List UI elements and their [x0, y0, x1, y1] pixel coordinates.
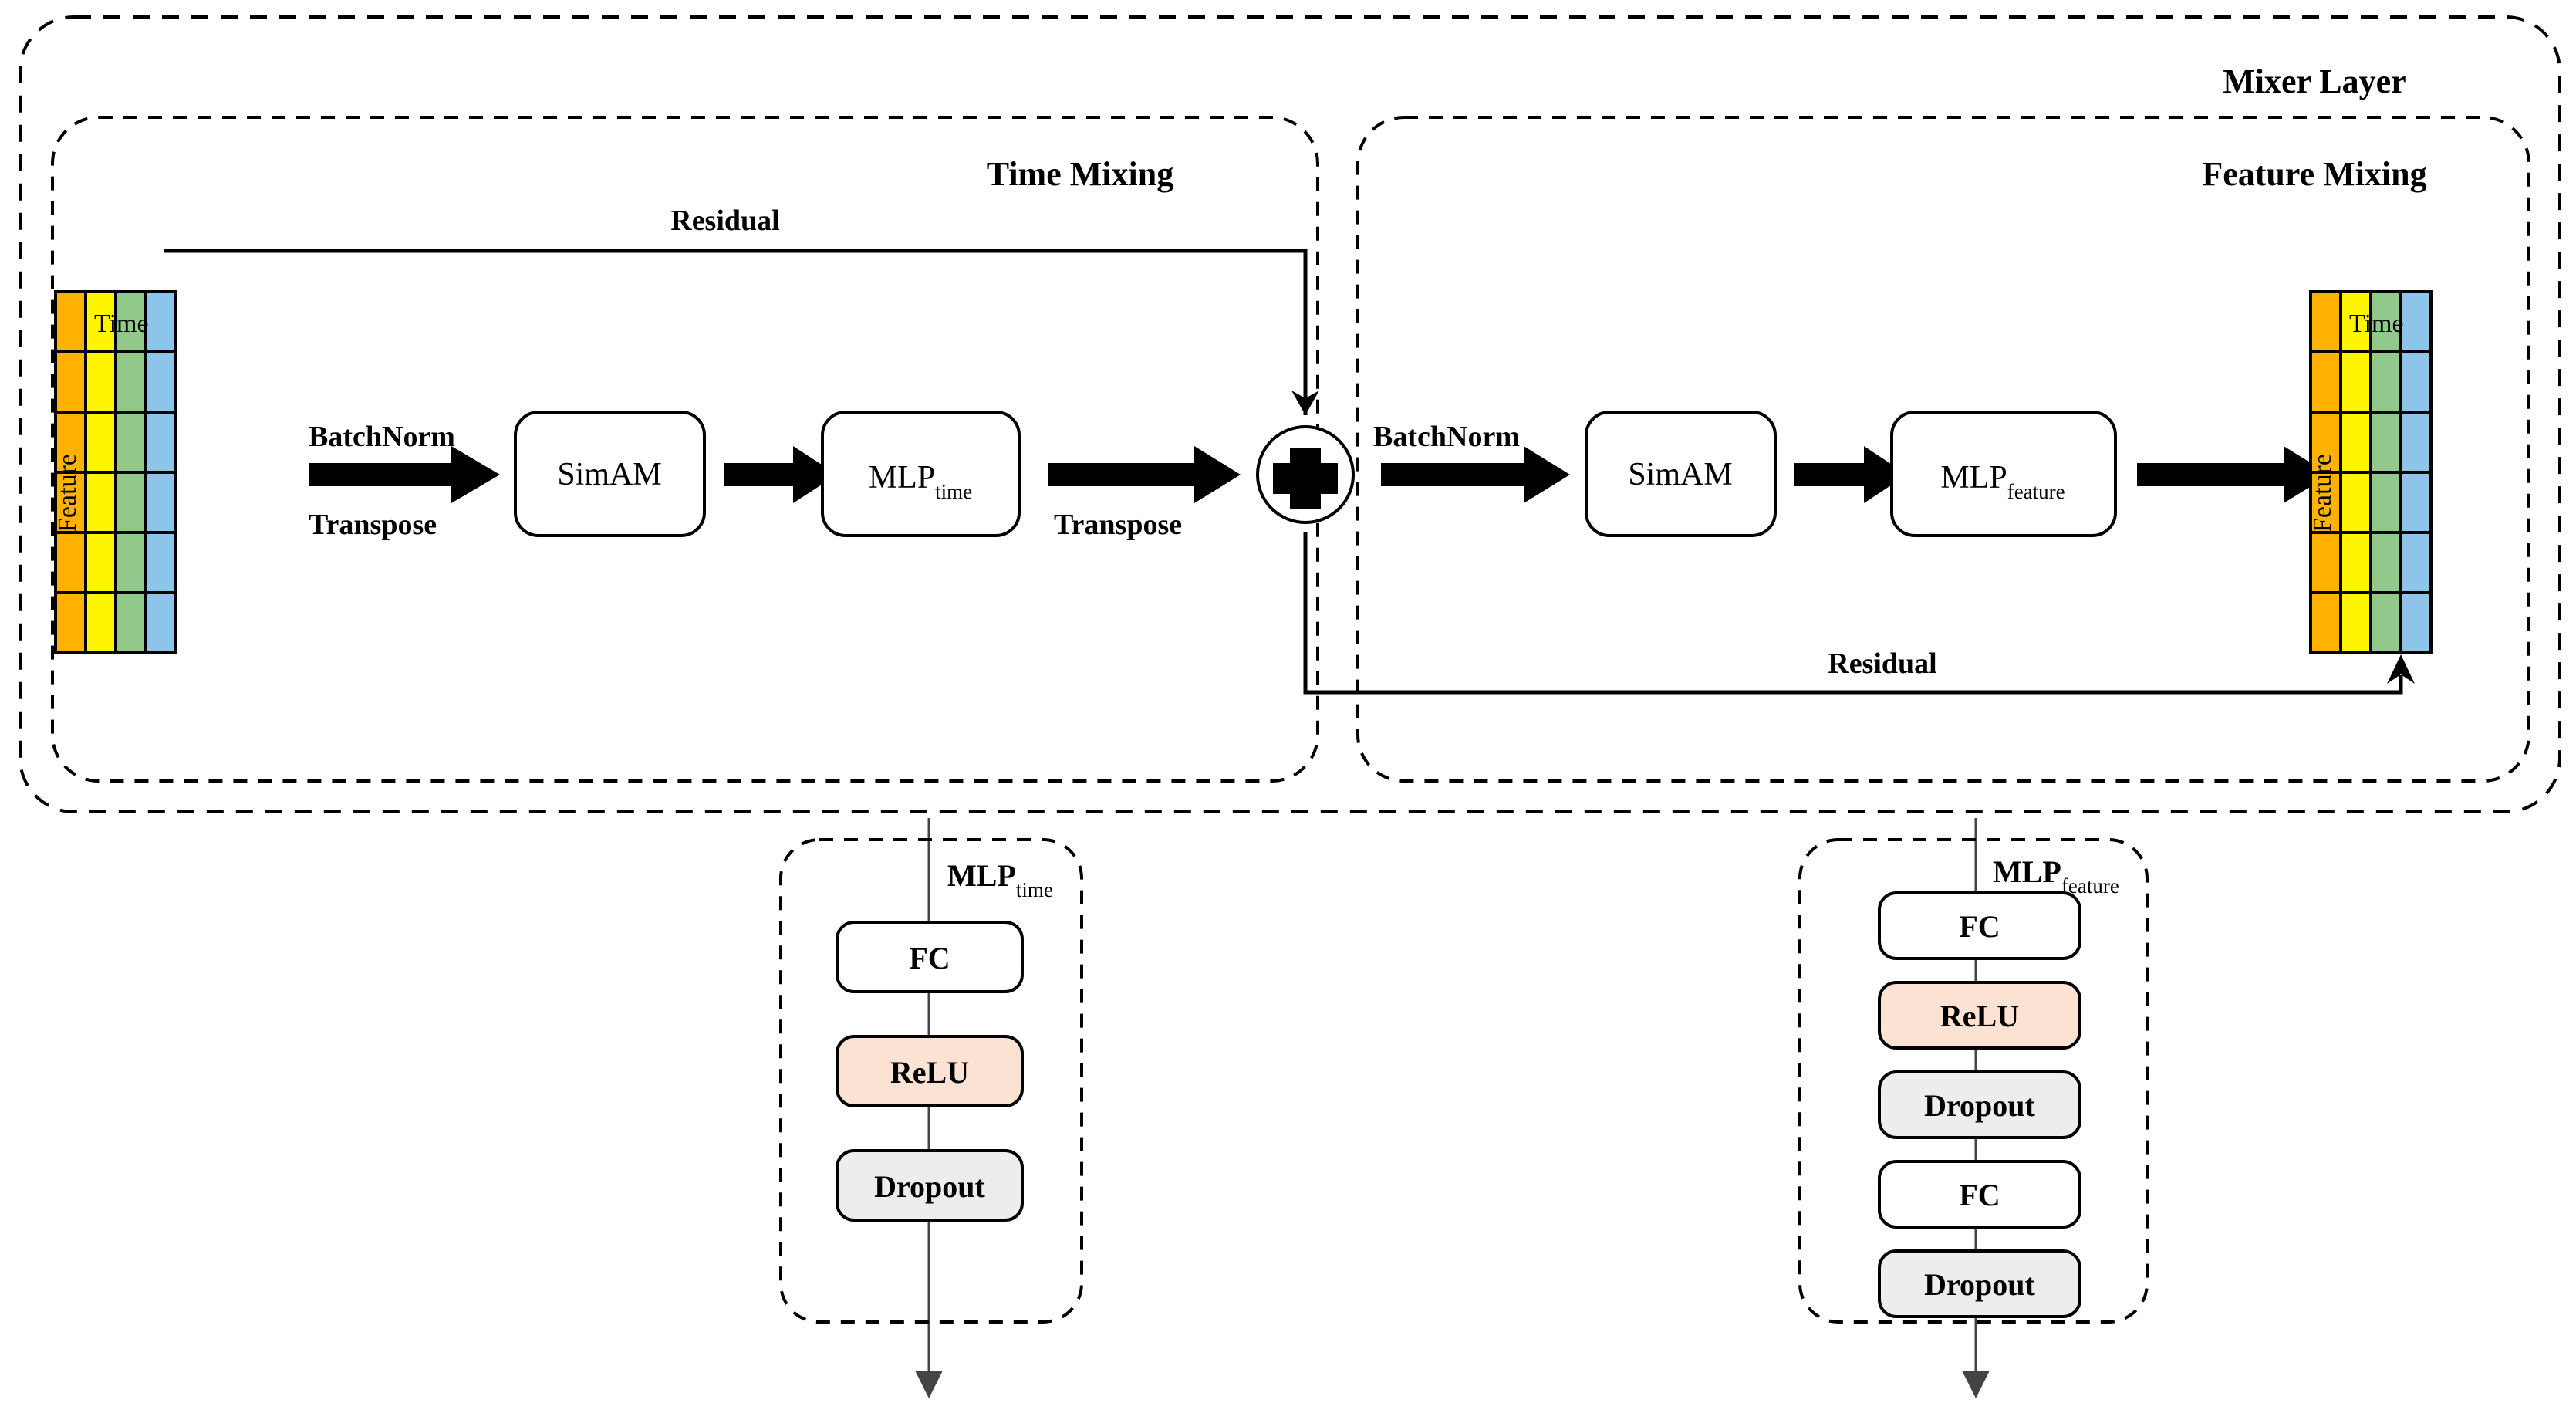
mlp-feature-detail-title: MLPfeature [1993, 854, 2119, 898]
arrow-mlp-to-output [2137, 446, 2330, 503]
label-transpose-time: Transpose [309, 509, 437, 541]
mlp-feature-step-fc-1[interactable] [1878, 891, 2081, 960]
mlp-feature-step-relu[interactable] [1878, 981, 2081, 1050]
output-tensor-time-label: Time [2349, 309, 2404, 338]
input-tensor-time-label: Time [94, 309, 149, 338]
mlp-feature-step-fc-2-label: FC [1959, 1178, 2000, 1212]
residual-path-time [164, 248, 1308, 415]
input-tensor-feature-label: Feature [53, 454, 82, 532]
input-tensor-grid [54, 290, 177, 654]
mlp-time-step-fc-label: FC [909, 941, 950, 975]
output-tensor-grid [2309, 290, 2433, 654]
mlp-time-step-relu[interactable] [836, 1035, 1024, 1107]
mlp-feature-step-dropout-2[interactable] [1878, 1249, 2081, 1318]
residual-label-time: Residual [670, 205, 779, 237]
time-mixing-title: Time Mixing [987, 155, 1173, 193]
mlp-time-detail-title: MLPtime [947, 858, 1053, 901]
simam-label-time: SimAM [557, 457, 661, 492]
label-transpose-2: Transpose [1054, 509, 1182, 541]
output-tensor-feature-label: Feature [2308, 454, 2337, 532]
mlp-time-label: MLPtime [869, 460, 972, 503]
arrow-transpose-to-add [1048, 446, 1241, 503]
mlp-feature-label: MLPfeature [1940, 460, 2065, 503]
feature-mixing-title: Feature Mixing [2202, 155, 2426, 193]
simam-box-time[interactable] [514, 411, 706, 537]
arrow-simam-to-mlp-feature [1794, 446, 1907, 503]
arrow-simam-to-mlp-time [724, 446, 837, 503]
label-batchnorm-feature: BatchNorm [1373, 421, 1520, 453]
mlp-feature-box[interactable] [1890, 411, 2117, 537]
mlp-time-step-dropout-label: Dropout [874, 1169, 985, 1204]
mlp-feature-detail-boundary [1798, 838, 2149, 1324]
residual-arrowhead-feature [2387, 654, 2415, 684]
arrow-batchnorm-feature [1381, 446, 1570, 503]
mlp-feature-step-dropout-2-label: Dropout [1924, 1267, 2035, 1302]
mlp-time-detail-boundary [779, 838, 1083, 1324]
mixer-layer-title: Mixer Layer [2223, 63, 2406, 100]
simam-label-feature: SimAM [1628, 457, 1732, 492]
mlp-time-step-dropout[interactable] [836, 1149, 1024, 1222]
mixer-layer-boundary [19, 15, 2561, 813]
arrow-batchnorm-transpose-time [309, 446, 500, 503]
simam-box-feature[interactable] [1585, 411, 1777, 537]
feature-mixing-boundary [1356, 116, 2530, 783]
mlp-feature-step-relu-label: ReLU [1940, 999, 2019, 1033]
mlp-feature-step-dropout-1[interactable] [1878, 1070, 2081, 1139]
residual-label-feature: Residual [1828, 647, 1936, 680]
residual-arrowhead-time [1291, 390, 1319, 415]
plus-icon [1273, 448, 1338, 509]
mlp-feature-step-dropout-1-label: Dropout [1924, 1088, 2035, 1123]
mlp-feature-step-fc-1-label: FC [1959, 909, 2000, 944]
mlp-time-box[interactable] [821, 411, 1021, 537]
mlp-feature-step-fc-2[interactable] [1878, 1160, 2081, 1229]
mlp-time-step-relu-label: ReLU [890, 1055, 969, 1090]
label-batchnorm-time: BatchNorm [309, 421, 455, 453]
residual-path-feature [1303, 532, 2403, 695]
mlp-time-step-fc[interactable] [836, 921, 1024, 993]
